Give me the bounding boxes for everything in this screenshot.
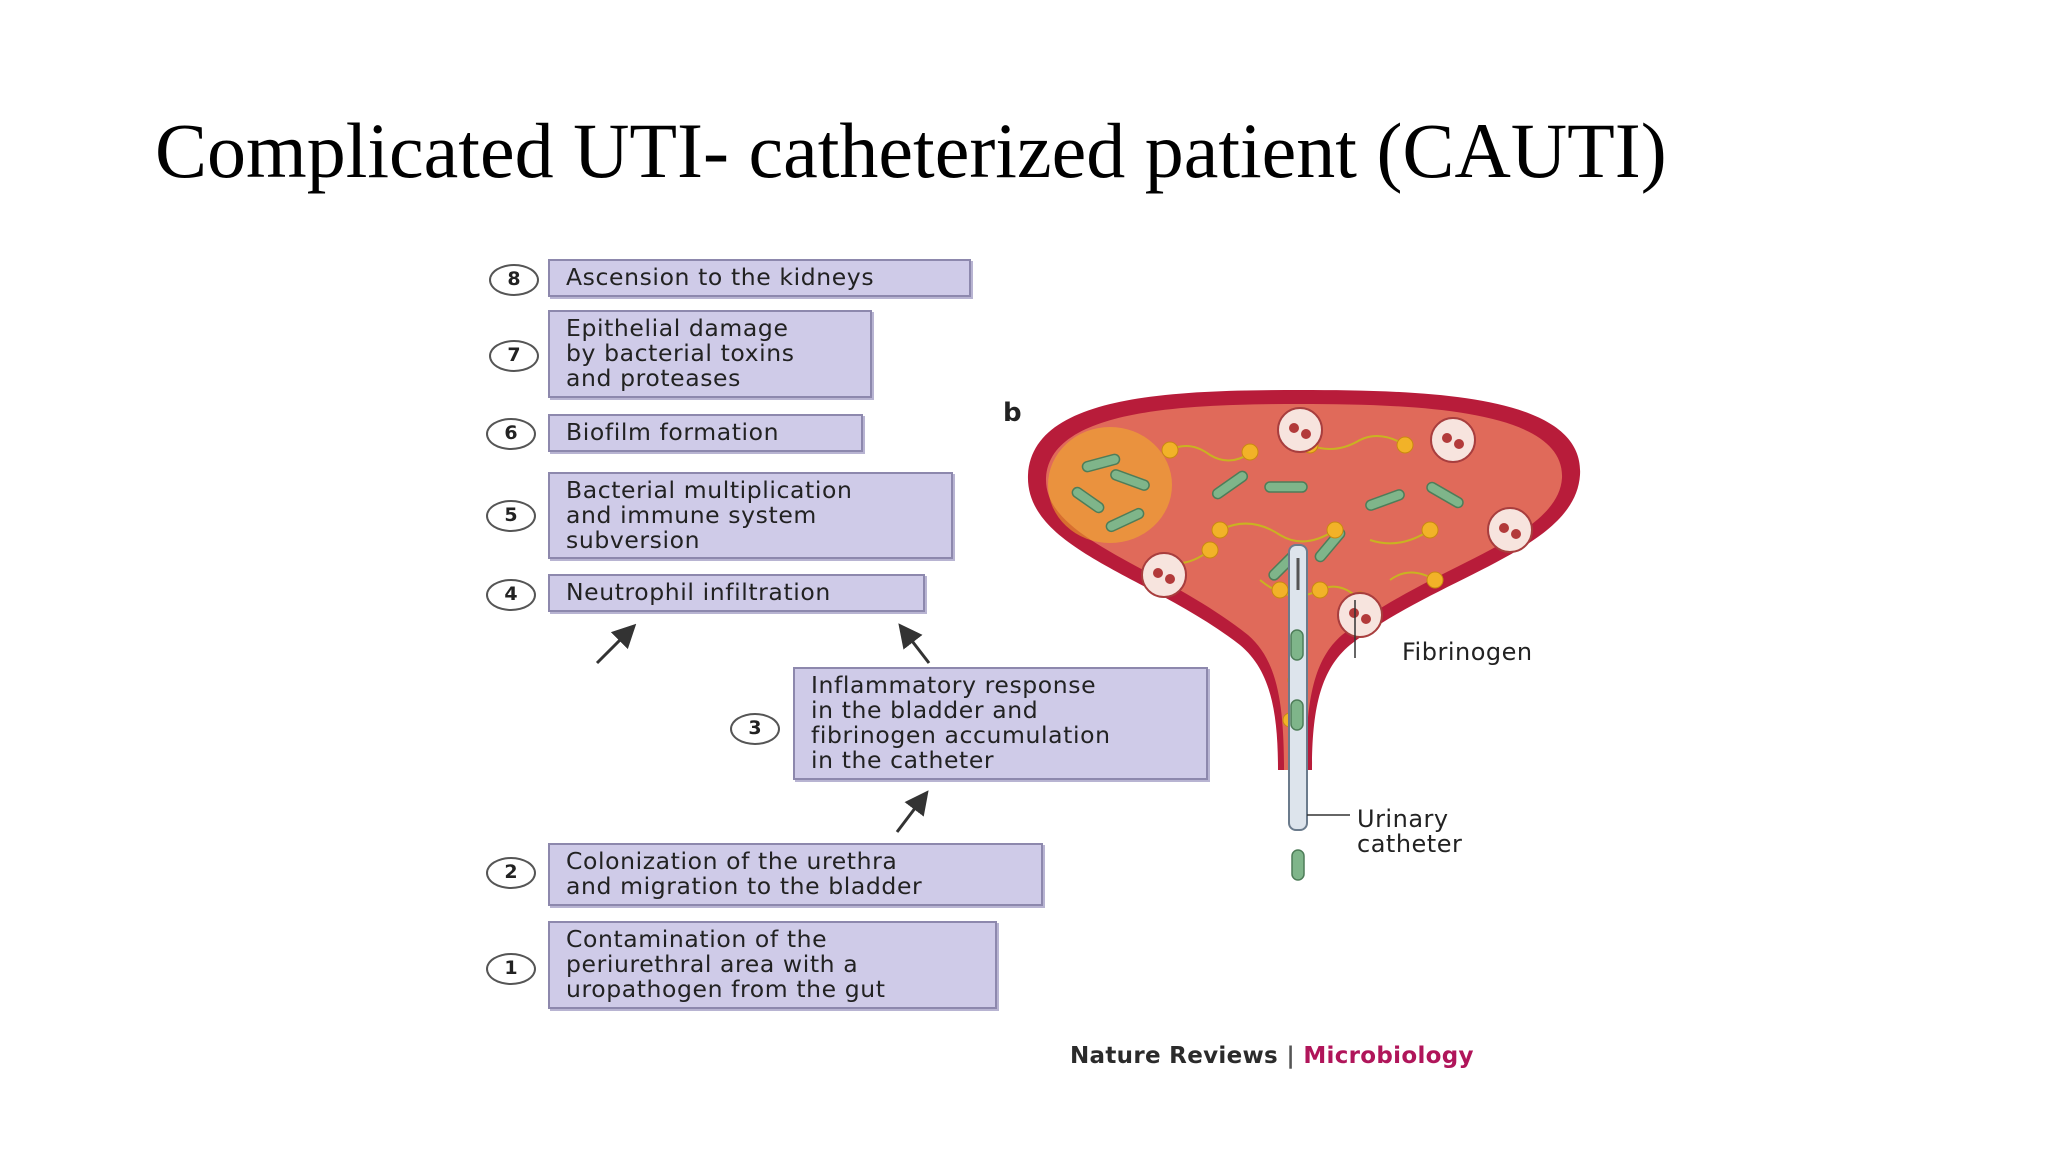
credit-separator: | xyxy=(1286,1043,1296,1069)
slide-title: Complicated UTI- catheterized patient (C… xyxy=(155,107,1667,194)
step-number-1: 1 xyxy=(486,953,536,985)
bladder-illustration xyxy=(1027,390,1581,881)
credit-section: Microbiology xyxy=(1303,1043,1474,1069)
arrow-3-to-4 xyxy=(898,623,931,664)
step-box-inflammatory: Inflammatory response in the bladder and… xyxy=(793,667,1208,780)
label-urinary-catheter: Urinary catheter xyxy=(1357,805,1463,858)
step-number-7: 7 xyxy=(489,340,539,372)
step-number-6: 6 xyxy=(486,418,536,450)
arrow-2-to-3 xyxy=(895,790,929,833)
step-box-bacterial-multiplication: Bacterial multiplication and immune syst… xyxy=(548,472,953,559)
source-credit: Nature Reviews | Microbiology xyxy=(1070,1043,1474,1069)
credit-journal: Nature Reviews xyxy=(1070,1043,1279,1069)
neutrophils xyxy=(1141,407,1533,638)
step-number-2: 2 xyxy=(486,857,536,889)
label-fibrinogen: Fibrinogen xyxy=(1402,638,1533,666)
step-box-contamination: Contamination of the periurethral area w… xyxy=(548,921,997,1009)
step-number-5: 5 xyxy=(486,500,536,532)
step-box-epithelial-damage: Epithelial damage by bacterial toxins an… xyxy=(548,310,872,398)
panel-label: b xyxy=(1003,398,1022,428)
step-box-colonization: Colonization of the urethra and migratio… xyxy=(548,843,1043,906)
step-number-3: 3 xyxy=(730,713,780,745)
step-box-neutrophil: Neutrophil infiltration xyxy=(548,574,925,612)
step-box-ascension: Ascension to the kidneys xyxy=(548,259,971,297)
catheter xyxy=(1288,544,1308,831)
step-number-4: 4 xyxy=(486,579,536,611)
step-box-biofilm: Biofilm formation xyxy=(548,414,863,452)
arrow-1-to-4 xyxy=(595,623,637,665)
step-number-8: 8 xyxy=(489,264,539,296)
